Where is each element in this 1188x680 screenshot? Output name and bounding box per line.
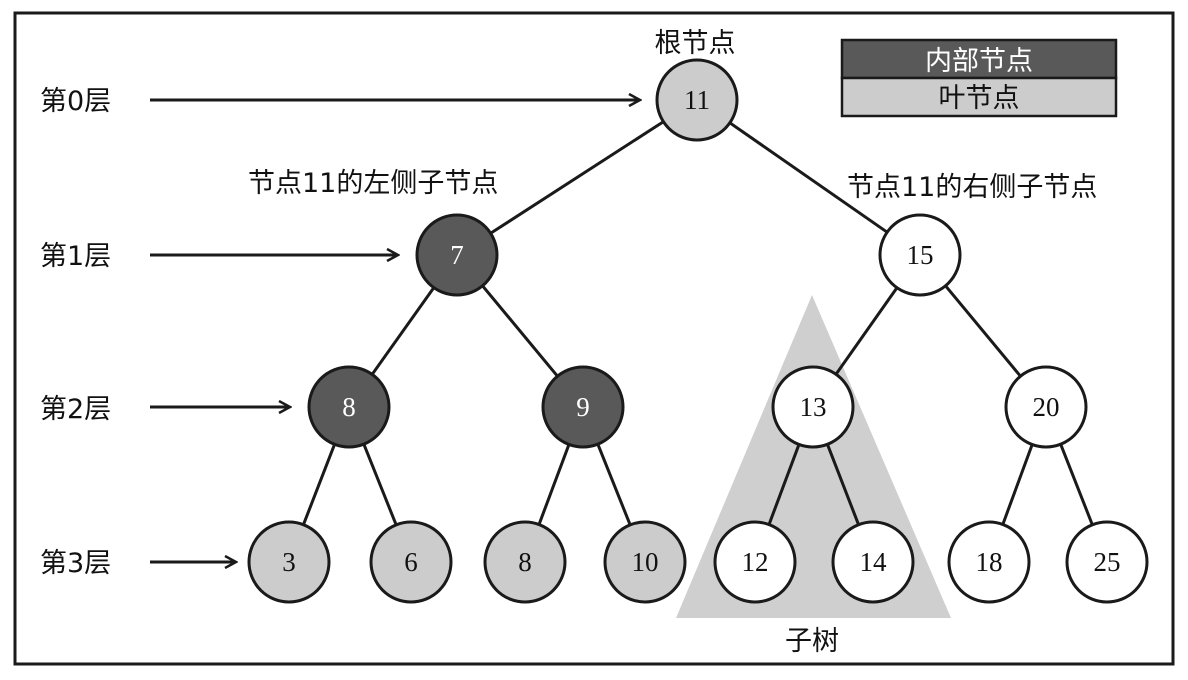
edges-layer [302, 120, 1094, 526]
node-label-n11: 11 [684, 85, 710, 115]
tree-node-n12: 12 [713, 520, 797, 604]
edge-n13-n12 [767, 443, 801, 526]
tree-node-n18: 18 [947, 520, 1031, 604]
node-circle-n9 [541, 365, 625, 449]
edge-n13-n14 [826, 443, 860, 526]
root-annotation: 根节点 [655, 28, 736, 59]
legend-internal-label: 内部节点 [925, 46, 1033, 77]
node-circle-n18 [947, 520, 1031, 604]
node-label-n8b: 8 [518, 547, 532, 577]
edge-n8a-n6 [362, 443, 398, 526]
legend: 内部节点 叶节点 [840, 38, 1118, 118]
edge-n20-n18 [1001, 444, 1034, 525]
node-label-n3: 3 [282, 547, 296, 577]
edge-n15-n20 [944, 284, 1022, 378]
tree-node-n8a: 8 [307, 365, 391, 449]
level-0-label: 第0层 [40, 86, 111, 117]
nodes-layer: 11 7 15 8 9 13 20 3 6 8 10 12 14 18 25 [247, 58, 1149, 604]
edge-n7-n9 [481, 284, 559, 378]
edge-n8a-n3 [302, 443, 336, 526]
node-label-n9: 9 [576, 392, 590, 422]
tree-node-n14: 14 [831, 520, 915, 604]
tree-node-n11: 11 [655, 58, 739, 142]
node-circle-n20 [1004, 365, 1088, 449]
node-circle-n11 [655, 58, 739, 142]
tree-node-n7: 7 [415, 213, 499, 297]
edge-n11-n15 [728, 121, 889, 234]
node-label-n7: 7 [450, 240, 464, 270]
node-circle-n25 [1065, 520, 1149, 604]
tree-node-n20: 20 [1004, 365, 1088, 449]
edge-n9-n8b [537, 443, 571, 526]
node-label-n25: 25 [1094, 547, 1121, 577]
node-circle-n3 [247, 520, 331, 604]
edge-n9-n10 [596, 443, 632, 526]
node-circle-n14 [831, 520, 915, 604]
node-circle-n6 [369, 520, 453, 604]
node-label-n6: 6 [404, 547, 418, 577]
node-circle-n8b [483, 520, 567, 604]
node-label-n14: 14 [860, 547, 888, 577]
node-circle-n15 [878, 213, 962, 297]
tree-node-n25: 25 [1065, 520, 1149, 604]
node-label-n12: 12 [742, 547, 769, 577]
node-label-n18: 18 [976, 547, 1003, 577]
legend-leaf-swatch [840, 76, 1118, 118]
node-label-n15: 15 [907, 240, 934, 270]
edge-n20-n25 [1059, 443, 1094, 526]
edge-n15-n13 [834, 286, 899, 376]
tree-node-n9: 9 [541, 365, 625, 449]
subtree-annotation: 子树 [785, 626, 839, 657]
right-child-annotation: 节点11的右侧子节点 [847, 172, 1097, 203]
legend-leaf-label: 叶节点 [939, 83, 1020, 114]
edge-n11-n7 [489, 120, 665, 235]
node-circle-n12 [713, 520, 797, 604]
node-label-n8a: 8 [342, 392, 356, 422]
tree-node-n6: 6 [369, 520, 453, 604]
tree-node-n15: 15 [878, 213, 962, 297]
level-2-label: 第2层 [40, 394, 111, 425]
tree-node-n10: 10 [603, 520, 687, 604]
node-circle-n7 [415, 213, 499, 297]
node-circle-n13 [771, 365, 855, 449]
edge-n7-n8a [370, 286, 436, 376]
left-child-annotation: 节点11的左侧子节点 [248, 168, 498, 199]
node-label-n10: 10 [632, 547, 659, 577]
level-1-label: 第1层 [40, 241, 111, 272]
node-label-n20: 20 [1033, 392, 1060, 422]
tree-node-n13: 13 [771, 365, 855, 449]
tree-node-n8b: 8 [483, 520, 567, 604]
node-label-n13: 13 [800, 392, 827, 422]
tree-node-n3: 3 [247, 520, 331, 604]
level-3-label: 第3层 [40, 548, 111, 579]
node-circle-n8a [307, 365, 391, 449]
node-circle-n10 [603, 520, 687, 604]
